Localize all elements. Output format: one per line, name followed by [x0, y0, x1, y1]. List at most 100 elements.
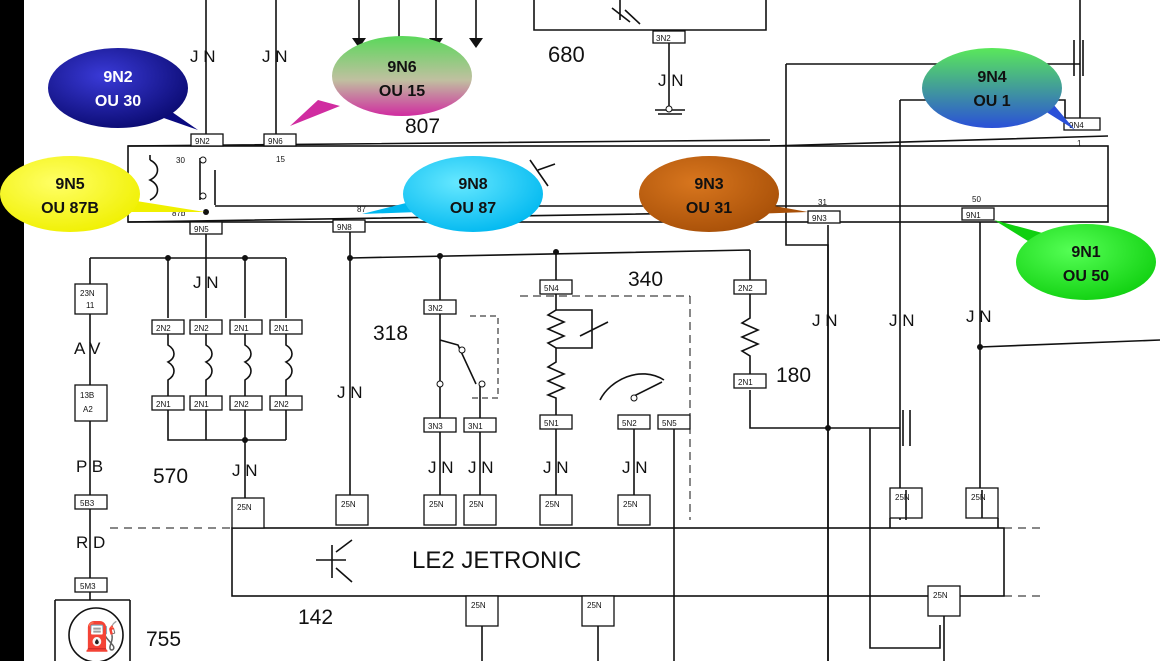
wire-code-9n1: J N [966, 307, 992, 326]
callout-9n3: 9N3 OU 31 [639, 156, 808, 232]
wire-code-570: J N [193, 273, 219, 292]
fuel-pump-gauge [68, 607, 124, 661]
label-570: 570 [153, 465, 188, 488]
connector-25n-4: 25N [971, 493, 986, 502]
connector-25n-5: 25N [587, 601, 602, 610]
pin-30: 30 [176, 156, 185, 165]
callout-9n6-code: 9N6 [387, 59, 416, 76]
connector-3n2-318: 3N2 [428, 304, 443, 313]
label-680: 680 [548, 42, 585, 67]
connector-2n1-c: 2N1 [156, 400, 171, 409]
callout-9n5-code: 9N5 [55, 176, 84, 193]
callout-9n5: 9N5 OU 87B [0, 156, 205, 232]
pin-31: 31 [818, 198, 827, 207]
connector-2n2-d: 2N2 [274, 400, 289, 409]
connector-5n1: 5N1 [544, 419, 559, 428]
label-807: 807 [405, 115, 440, 138]
connector-5n4: 5N4 [544, 284, 559, 293]
fuel-pump-icon: ⛽ [84, 620, 119, 653]
callout-9n1-code: 9N1 [1071, 244, 1100, 261]
callout-9n1-pin: OU 50 [1063, 268, 1109, 285]
wire-code-9n4: J N [889, 311, 915, 330]
callout-9n6: 9N6 OU 15 [290, 36, 472, 126]
callout-9n8: 9N8 OU 87 [362, 156, 543, 232]
wire-code-680: J N [658, 71, 684, 90]
wire-code-rd: R D [76, 533, 105, 552]
connector-25n-10: 25N [471, 601, 486, 610]
callout-9n4: 9N4 OU 1 [922, 48, 1075, 130]
connector-25n-1: 25N [895, 493, 910, 502]
pin-87: 87 [357, 205, 366, 214]
connector-9n2: 9N2 [195, 137, 210, 146]
wire-code-318-b: J N [468, 458, 494, 477]
connector-2n1-a: 2N1 [234, 324, 249, 333]
callout-9n5-pin: OU 87B [41, 200, 99, 217]
connector-3n2-top: 3N2 [656, 34, 671, 43]
wire-code-570-out: J N [232, 461, 258, 480]
connector-25n-8: 25N [545, 500, 560, 509]
wire-code-9n3: J N [812, 311, 838, 330]
ecu-connectors: 25N 25N 25N 25N 25N 25N 25N 25N 25N 25N … [231, 487, 999, 627]
connector-23n: 23N [80, 289, 95, 298]
connector-25n-13: 25N [933, 591, 948, 600]
connector-2n1-b: 2N1 [274, 324, 289, 333]
connector-9n8: 9N8 [337, 223, 352, 232]
pin-1: 1 [1077, 139, 1082, 148]
callout-9n4-code: 9N4 [977, 69, 1006, 86]
connector-13b: 13B [80, 391, 94, 400]
connector-25n-3: 25N [429, 500, 444, 509]
connector-9n1: 9N1 [966, 211, 981, 220]
connector-3n3: 3N3 [428, 422, 443, 431]
wire-code-318-a: J N [428, 458, 454, 477]
callout-9n3-pin: OU 31 [686, 200, 732, 217]
callout-9n2-pin: OU 30 [95, 93, 141, 110]
wire-code-340-b: J N [622, 458, 648, 477]
wire-code-9n2: J N [190, 47, 216, 66]
connector-5n2: 5N2 [622, 419, 637, 428]
connector-25n-2: 25N [469, 500, 484, 509]
wire-code-av: A V [74, 339, 101, 358]
connector-2n2-180: 2N2 [738, 284, 753, 293]
connector-9n4: 9N4 [1069, 121, 1084, 130]
connector-25n-7: 25N [623, 500, 638, 509]
callout-9n4-pin: OU 1 [973, 93, 1010, 110]
label-340: 340 [628, 268, 663, 291]
callout-9n6-pin: OU 15 [379, 83, 425, 100]
connector-25n-9: 25N [341, 500, 356, 509]
connector-2n1-180: 2N1 [738, 378, 753, 387]
connector-3n1: 3N1 [468, 422, 483, 431]
callout-9n1: 9N1 OU 50 [994, 220, 1156, 300]
ecu-box [231, 527, 1005, 597]
label-142: 142 [298, 606, 333, 629]
connector-23n-pin: 11 [86, 301, 95, 310]
connector-2n2-a: 2N2 [156, 324, 171, 333]
wire-code-pb: P B [76, 457, 103, 476]
pin-87b: 87b [172, 209, 186, 218]
connector-5m3: 5M3 [80, 582, 96, 591]
callout-9n2-code: 9N2 [103, 69, 132, 86]
injector-group-570: 2N2 2N2 2N1 2N1 2N1 2N1 2N2 2N2 [151, 319, 303, 500]
connector-9n3: 9N3 [812, 214, 827, 223]
connector-5n5: 5N5 [662, 419, 677, 428]
connector-25n-12: 25N [237, 503, 252, 512]
label-755: 755 [146, 628, 181, 651]
connector-a2: A2 [83, 405, 93, 414]
callout-9n2: 9N2 OU 30 [48, 48, 198, 130]
connector-9n6: 9N6 [268, 137, 283, 146]
pin-50: 50 [972, 195, 981, 204]
pin-15: 15 [276, 155, 285, 164]
callout-9n3-code: 9N3 [694, 176, 723, 193]
callout-9n8-code: 9N8 [458, 176, 487, 193]
connector-5b3: 5B3 [80, 499, 95, 508]
label-180: 180 [776, 364, 811, 387]
wire-code-9n6: J N [262, 47, 288, 66]
ecu-label: LE2 JETRONIC [412, 547, 581, 574]
connector-2n1-d: 2N1 [194, 400, 209, 409]
wire-code-center: J N [337, 383, 363, 402]
callout-9n8-pin: OU 87 [450, 200, 496, 217]
connector-2n2-b: 2N2 [194, 324, 209, 333]
label-318: 318 [373, 322, 408, 345]
